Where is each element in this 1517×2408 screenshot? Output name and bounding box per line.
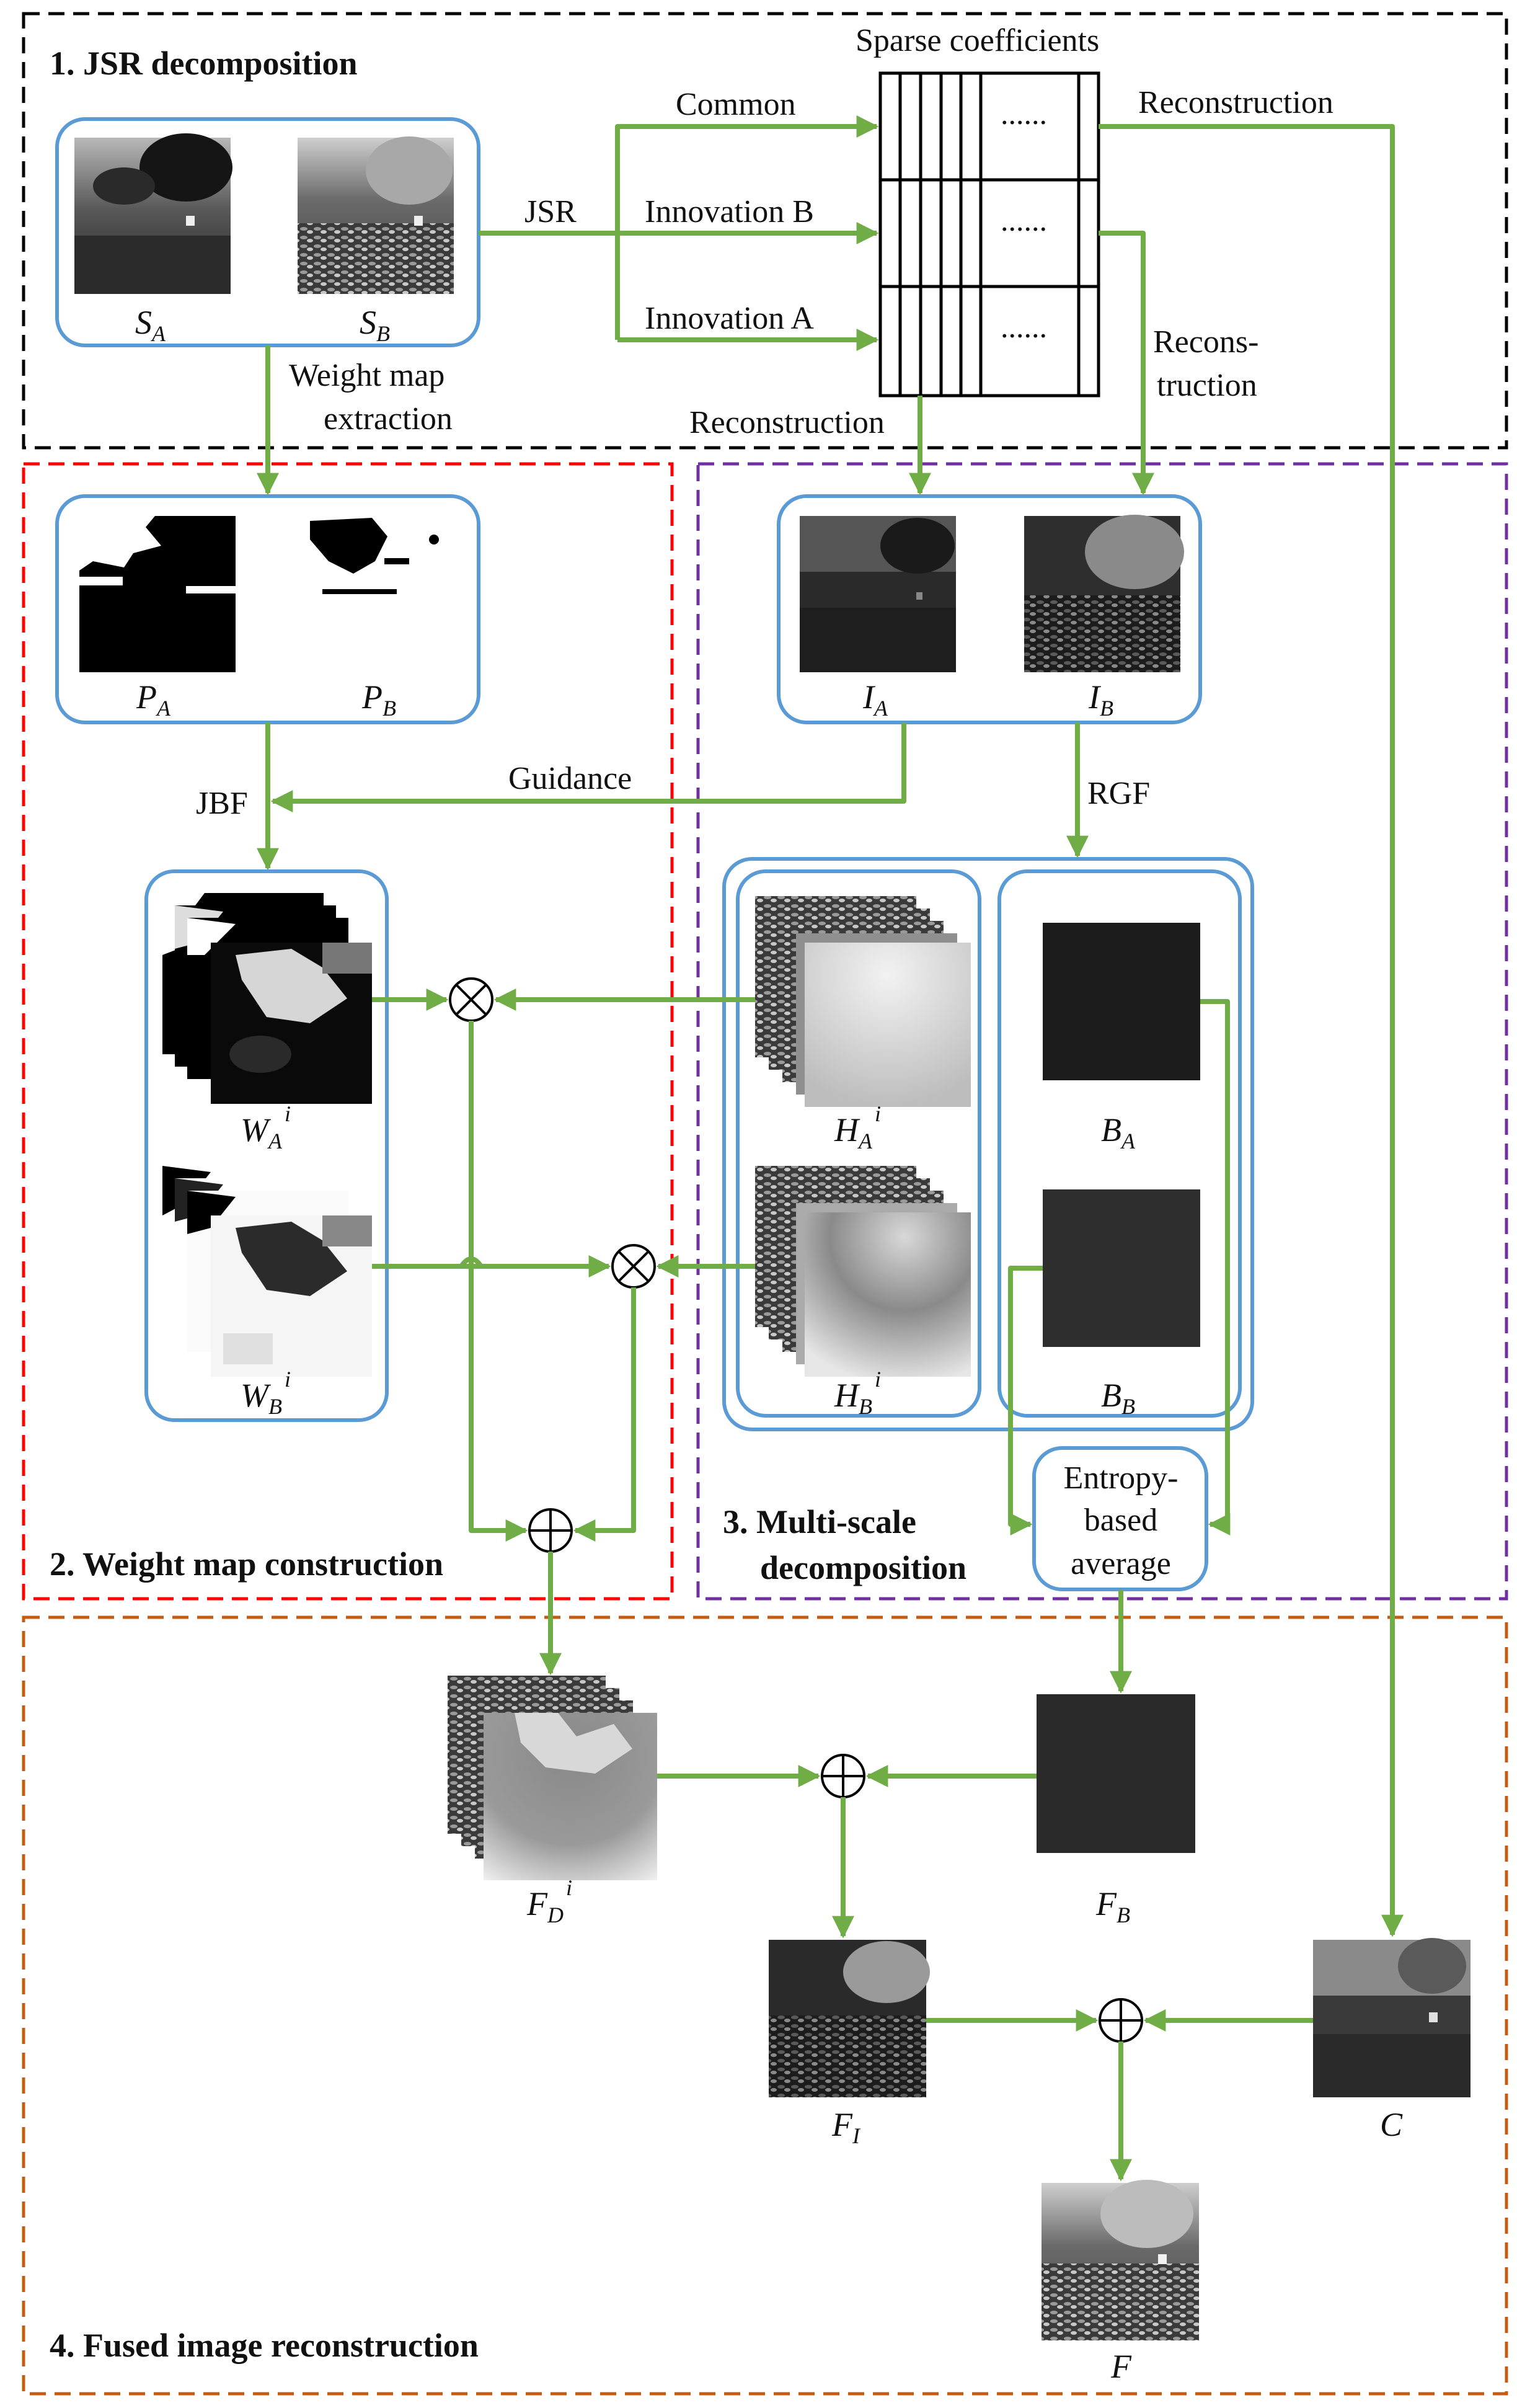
caption-sb: SB: [360, 304, 390, 346]
section-frames: [22, 12, 1508, 2396]
caption-ha: HAi: [834, 1101, 881, 1153]
arrow-guidance: [270, 722, 906, 812]
detail-layer-a-stack: [755, 896, 971, 1107]
fused-base-layer: [1037, 1694, 1195, 1853]
section1-frame: [22, 12, 1508, 450]
caption-wa: WAi: [241, 1101, 291, 1153]
caption-ib: IB: [1088, 678, 1113, 721]
multiply-operator-a: [449, 977, 493, 1022]
label-weight-map-line1: Weight map: [289, 358, 444, 393]
sum-operator-final: [1099, 1998, 1143, 2043]
label-recons-line2: truction: [1157, 368, 1257, 403]
caption-fb: FB: [1095, 1885, 1130, 1927]
section2-title: 2. Weight map construction: [50, 1545, 443, 1583]
weight-map-a-stack: [162, 893, 372, 1104]
caption-pb: PB: [361, 678, 396, 721]
label-rgf: RGF: [1087, 776, 1150, 811]
base-layer-b: [1043, 1189, 1200, 1347]
arrow-reconstruction-ib: [1099, 231, 1154, 495]
caption-ba: BA: [1101, 1111, 1136, 1153]
section4-frame: [22, 1615, 1508, 2396]
decomposition-outer-box: [722, 857, 1254, 1431]
sum-operator-detail: [528, 1508, 573, 1553]
base-layer-a: [1043, 923, 1200, 1080]
caption-fi: FI: [831, 2106, 861, 2148]
section3-frame: [696, 462, 1508, 1601]
arrow-common: [615, 115, 879, 340]
decision-map-b: [303, 516, 459, 672]
label-innovation-a: Innovation A: [645, 301, 814, 336]
fused-image: [1042, 2180, 1199, 2340]
label-guidance: Guidance: [508, 761, 632, 796]
innovation-images-box: [777, 494, 1202, 724]
base-layers-box: [997, 869, 1242, 1418]
coefficient-row3-dots: ......: [1001, 309, 1047, 344]
section1-title: 1. JSR decomposition: [50, 45, 358, 82]
coefficient-row1-dots: ......: [1001, 96, 1047, 131]
image-captions: SA SB PA PB IA IB WAi WBi HAi HBi BA BB …: [135, 304, 1403, 2385]
source-image-b: [298, 136, 454, 294]
arrow-reconstruction-common: [1099, 124, 1404, 1937]
label-entropy-line2: based: [1084, 1503, 1157, 1538]
section3-title-line2: decomposition: [760, 1549, 966, 1586]
operators: [449, 977, 1143, 2043]
caption-bb: BB: [1101, 1377, 1135, 1419]
caption-f: F: [1110, 2348, 1132, 2385]
arrow-bb-to-entropy: [1008, 1266, 1043, 1535]
label-jbf: JBF: [196, 786, 248, 821]
caption-hb: HBi: [834, 1367, 881, 1419]
label-jsr: JSR: [524, 194, 577, 229]
arrow-multiply-b-to-sum: [573, 1287, 636, 1542]
image-thumbnails: [74, 133, 1471, 2340]
label-common: Common: [676, 87, 796, 122]
caption-pa: PA: [136, 678, 171, 721]
arrow-multiply-a-to-sum: [469, 1021, 528, 1542]
label-reconstruction-bottom: Reconstruction: [689, 405, 885, 440]
label-entropy-line3: average: [1071, 1546, 1171, 1581]
innovation-image-b: [1024, 515, 1184, 672]
caption-c: C: [1380, 2106, 1403, 2143]
caption-ia: IA: [862, 678, 888, 721]
fused-innovation-image: [769, 1940, 930, 2097]
section4-title: 4. Fused image reconstruction: [50, 2327, 479, 2364]
caption-wb: WBi: [241, 1367, 291, 1419]
detail-layer-b-stack: [755, 1166, 971, 1377]
coefficient-row2-dots: ......: [1001, 203, 1047, 238]
label-weight-map-line2: extraction: [324, 401, 453, 437]
label-innovation-b: Innovation B: [645, 194, 814, 229]
source-image-a: [74, 133, 232, 294]
label-entropy-line1: Entropy-: [1064, 1460, 1179, 1496]
crossing-hop: [459, 1256, 484, 1268]
common-component-image: [1313, 1938, 1471, 2097]
sparse-coefficients-label: Sparse coefficients: [856, 23, 1099, 58]
fused-detail-stack: [448, 1676, 657, 1880]
multiply-operator-b: [611, 1244, 656, 1289]
sparse-coefficients-grid: [878, 71, 1100, 398]
label-reconstruction-top: Reconstruction: [1138, 85, 1333, 120]
weight-map-b-stack: [162, 1166, 372, 1377]
weight-maps-box: [144, 869, 389, 1422]
arrow-ba-to-entropy: [1200, 999, 1231, 1535]
label-recons-line1: Recons-: [1153, 324, 1258, 360]
section3-title-line1: 3. Multi-scale: [723, 1503, 916, 1540]
decision-map-a: [79, 516, 236, 672]
sum-operator-innovation: [821, 1754, 865, 1798]
innovation-image-a: [800, 516, 956, 672]
caption-sa: SA: [135, 304, 166, 346]
detail-layers-box: [736, 869, 981, 1418]
flow-arrows: [257, 115, 1404, 2182]
section2-frame: [22, 462, 674, 1601]
caption-fd: FDi: [526, 1875, 572, 1927]
